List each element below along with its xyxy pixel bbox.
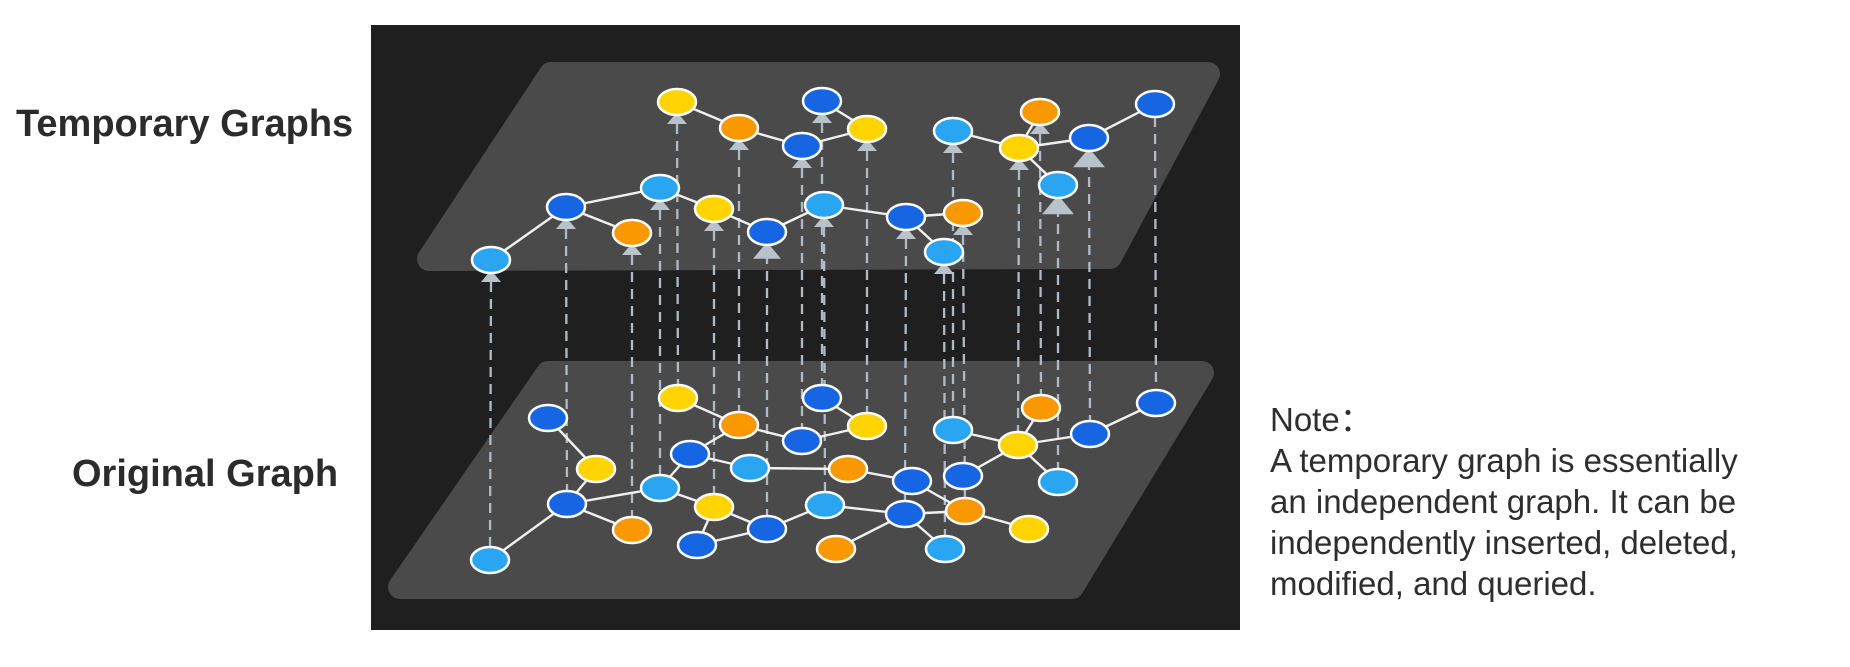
graph-node-lightblue	[803, 190, 845, 220]
link-arrowhead	[857, 139, 877, 151]
graph-node-lightblue	[923, 237, 965, 267]
link-arrowhead	[556, 217, 576, 229]
graph-node-orange	[827, 454, 869, 484]
layered-graph-diagram	[388, 62, 1220, 599]
link-arrowhead	[650, 198, 670, 210]
link-arrowhead	[729, 138, 749, 150]
graph-node-lightblue	[804, 490, 846, 520]
graph-node-darkblue	[545, 192, 587, 222]
link-arrowhead	[622, 243, 642, 255]
graph-node-orange	[718, 410, 760, 440]
link-arrowhead	[812, 111, 832, 123]
graph-node-orange	[611, 218, 653, 248]
graph-node-orange	[1020, 393, 1062, 423]
link-arrowhead	[753, 242, 781, 259]
graph-node-yellow	[575, 454, 617, 484]
graph-node-yellow	[656, 87, 698, 117]
link-dashed-line	[1016, 169, 1021, 436]
graph-node-darkblue	[1135, 388, 1177, 418]
graph-node-lightblue	[1037, 467, 1079, 497]
link-arrowhead	[896, 227, 916, 239]
graph-node-yellow	[657, 383, 699, 413]
link-arrowhead	[943, 141, 963, 153]
note-line: modified, and queried.	[1270, 565, 1597, 602]
graph-node-darkblue	[942, 461, 984, 491]
note-line: independently inserted, deleted,	[1270, 524, 1738, 561]
graph-node-darkblue	[1068, 123, 1110, 153]
original-layer-plane	[388, 361, 1214, 599]
temporary-layer-plane	[417, 62, 1220, 271]
graph-node-lightblue	[470, 245, 512, 275]
label-original-graph: Original Graph	[72, 453, 339, 495]
graph-node-orange	[815, 534, 857, 564]
note-title: Note：	[1270, 401, 1373, 438]
graph-node-darkblue	[891, 466, 933, 496]
link-arrowhead	[1030, 122, 1050, 134]
link-arrowhead	[953, 223, 973, 235]
graph-panel	[371, 25, 1240, 630]
graph-node-lightblue	[924, 534, 966, 564]
note-line: an independent graph. It can be	[1270, 483, 1737, 520]
graph-node-orange	[718, 113, 760, 143]
graph-node-darkblue	[746, 217, 788, 247]
link-arrowhead	[1073, 148, 1105, 168]
graph-node-darkblue	[781, 426, 823, 456]
link-dashed-line	[1087, 159, 1092, 425]
graph-node-yellow	[998, 133, 1040, 163]
graph-node-lightblue	[639, 173, 681, 203]
graph-node-yellow	[693, 194, 735, 224]
link-arrowhead	[704, 219, 724, 231]
graph-node-yellow	[1008, 514, 1050, 544]
link-dashed-line	[488, 281, 493, 551]
note-line: A temporary graph is essentially	[1270, 442, 1738, 479]
graph-node-yellow	[846, 114, 888, 144]
link-arrowhead	[1042, 195, 1074, 215]
link-arrowhead	[481, 270, 501, 282]
graph-node-lightblue	[932, 116, 974, 146]
link-dashed-line	[961, 234, 967, 502]
link-arrowhead	[667, 112, 687, 124]
link-arrowhead	[792, 156, 812, 168]
graph-node-lightblue	[932, 415, 974, 445]
graph-node-orange	[1019, 97, 1061, 127]
graph-node-darkblue	[884, 499, 926, 529]
graph-node-darkblue	[746, 514, 788, 544]
graph-node-lightblue	[469, 545, 511, 575]
link-arrowhead	[814, 215, 834, 227]
graph-node-darkblue	[527, 403, 569, 433]
graph-node-darkblue	[885, 202, 927, 232]
graph-node-yellow	[693, 492, 735, 522]
graph-node-darkblue	[546, 489, 588, 519]
graph-node-lightblue	[729, 453, 771, 483]
link-arrowhead	[934, 262, 954, 274]
link-dashed-line	[822, 226, 827, 496]
graph-node-lightblue	[639, 473, 681, 503]
graph-node-lightblue	[1037, 170, 1079, 200]
graph-node-darkblue	[676, 530, 718, 560]
label-temporary-graphs: Temporary Graphs	[16, 103, 354, 145]
graph-node-orange	[611, 515, 653, 545]
graph-node-darkblue	[801, 86, 843, 116]
graph-node-darkblue	[781, 131, 823, 161]
graph-node-orange	[942, 198, 984, 228]
graph-node-yellow	[846, 411, 888, 441]
note-block: Note： A temporary graph is essentially a…	[1270, 399, 1770, 604]
graph-node-darkblue	[801, 383, 843, 413]
link-arrowhead	[1009, 158, 1029, 170]
graph-node-darkblue	[669, 439, 711, 469]
graph-node-yellow	[997, 430, 1039, 460]
graph-node-orange	[944, 496, 986, 526]
graph-node-darkblue	[1069, 419, 1111, 449]
graph-node-darkblue	[1134, 89, 1176, 119]
link-dashed-line	[1153, 116, 1158, 394]
